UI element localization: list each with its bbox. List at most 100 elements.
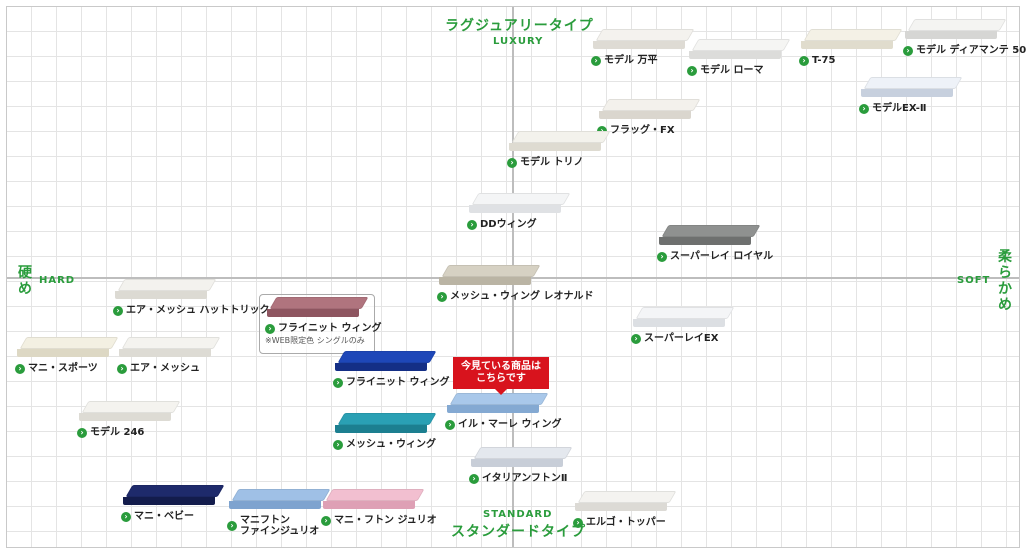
chevron-right-icon: ›	[799, 55, 809, 66]
mattress-image[interactable]	[333, 351, 437, 373]
product-link[interactable]: ›スーパーレイ ロイヤル	[657, 251, 777, 262]
product-link[interactable]: ›フライニット ウィング	[333, 377, 453, 388]
product-dd-wing[interactable]: ›DDウィング	[467, 193, 587, 230]
product-model-ex2[interactable]: ›モデルEX-Ⅱ	[859, 77, 979, 114]
mattress-top-surface	[125, 485, 225, 497]
product-link[interactable]: ›モデル トリノ	[507, 157, 627, 168]
product-link[interactable]: ›DDウィング	[467, 219, 587, 230]
product-air-mesh[interactable]: ›エア・メッシュ	[117, 337, 237, 374]
mattress-image[interactable]	[77, 401, 181, 423]
chevron-right-icon: ›	[573, 517, 583, 528]
mattress-image[interactable]	[903, 19, 1007, 41]
product-mesh-wing[interactable]: ›メッシュ・ウィング	[333, 413, 453, 450]
mattress-top-surface	[577, 491, 677, 503]
product-name: モデル 万平	[604, 55, 657, 66]
chevron-right-icon: ›	[903, 45, 913, 56]
mattress-side	[599, 111, 691, 119]
product-link[interactable]: ›モデル ローマ	[687, 65, 807, 76]
mattress-image[interactable]	[333, 413, 437, 435]
product-name: モデルEX-Ⅱ	[872, 103, 926, 114]
product-mani-futon-fine-giulio[interactable]: ›マニフトンファインジュリオ	[227, 489, 347, 537]
chevron-right-icon: ›	[113, 305, 123, 316]
product-model-diamante[interactable]: ›モデル ディアマンテ 50	[903, 19, 1026, 56]
product-link[interactable]: ›T-75	[799, 55, 919, 66]
mattress-image[interactable]	[657, 225, 761, 247]
mattress-image[interactable]	[437, 265, 541, 287]
chevron-right-icon: ›	[445, 419, 455, 430]
mattress-image[interactable]	[859, 77, 963, 99]
product-link[interactable]: ›フライニット ウィング	[265, 323, 385, 334]
mattress-image[interactable]	[113, 279, 217, 301]
mattress-top-surface	[337, 413, 437, 425]
product-link[interactable]: ›イル・マーレ ウィング	[445, 419, 565, 430]
mattress-image[interactable]	[445, 393, 549, 415]
chevron-right-icon: ›	[469, 473, 479, 484]
mattress-image[interactable]	[687, 39, 791, 61]
product-link[interactable]: ›メッシュ・ウィング	[333, 439, 453, 450]
product-mani-futon-giulio[interactable]: ›マニ・フトン ジュリオ	[321, 489, 441, 526]
mattress-side	[659, 237, 751, 245]
product-flag-fx[interactable]: ›フラッグ・FX	[597, 99, 717, 136]
product-mesh-wing-leonardo[interactable]: ›メッシュ・ウィング レオナルド	[437, 265, 593, 302]
product-model-roma[interactable]: › モデル ローマ	[687, 39, 807, 76]
product-model-torino[interactable]: ›モデル トリノ	[507, 131, 627, 168]
product-link[interactable]: ›イタリアンフトンⅡ	[469, 473, 589, 484]
mattress-image[interactable]	[15, 337, 119, 359]
product-link[interactable]: ›フラッグ・FX	[597, 125, 717, 136]
product-link[interactable]: ›マニ・スポーツ	[15, 363, 135, 374]
product-link[interactable]: ›メッシュ・ウィング レオナルド	[437, 291, 593, 302]
product-model-246[interactable]: ›モデル 246	[77, 401, 197, 438]
product-name-line: T-75	[812, 55, 836, 66]
product-link[interactable]: ›マニ・ベビー	[121, 511, 241, 522]
mattress-image[interactable]	[591, 29, 695, 51]
product-link[interactable]: ›モデル 万平	[591, 55, 711, 66]
mattress-side	[335, 425, 427, 433]
mattress-image[interactable]	[799, 29, 903, 51]
product-name-line: モデル ローマ	[700, 65, 764, 76]
mattress-image[interactable]	[507, 131, 611, 153]
product-mani-sports[interactable]: ›マニ・スポーツ	[15, 337, 135, 374]
product-mani-baby[interactable]: ›マニ・ベビー	[121, 485, 241, 522]
mattress-image[interactable]	[469, 447, 573, 469]
product-model-manpei[interactable]: ›モデル 万平	[591, 29, 711, 66]
mattress-image[interactable]	[597, 99, 701, 121]
product-name-line: モデル 246	[90, 427, 145, 438]
product-flynit-wing-web[interactable]: ›フライニット ウィング※WEB限定色 シングルのみ	[265, 297, 385, 346]
mattress-top-surface	[473, 447, 573, 459]
product-flynit-wing[interactable]: ›フライニット ウィング	[333, 351, 453, 388]
mattress-image[interactable]	[467, 193, 571, 215]
product-il-mare-wing[interactable]: ›イル・マーレ ウィング	[445, 393, 565, 430]
mattress-image[interactable]	[321, 489, 425, 511]
product-name: エア・メッシュ	[130, 363, 200, 374]
product-air-mesh-hattrick[interactable]: ›エア・メッシュ ハットトリック	[113, 279, 269, 316]
product-name-line: イタリアンフトンⅡ	[482, 473, 568, 484]
mattress-image[interactable]	[227, 489, 331, 511]
mattress-top-surface	[635, 307, 735, 319]
mattress-image[interactable]	[121, 485, 225, 507]
product-link[interactable]: ›エア・メッシュ ハットトリック	[113, 305, 269, 316]
product-link[interactable]: ›エア・メッシュ	[117, 363, 237, 374]
chevron-right-icon: ›	[321, 515, 331, 526]
product-link[interactable]: ›モデルEX-Ⅱ	[859, 103, 979, 114]
product-link[interactable]: ›エルゴ・トッパー	[573, 517, 693, 528]
mattress-image[interactable]	[265, 297, 369, 319]
product-ergo-topper[interactable]: ›エルゴ・トッパー	[573, 491, 693, 528]
product-link[interactable]: ›マニフトンファインジュリオ	[227, 515, 347, 537]
mattress-image[interactable]	[631, 307, 735, 329]
product-name-line: メッシュ・ウィング レオナルド	[450, 291, 594, 302]
product-link[interactable]: ›マニ・フトン ジュリオ	[321, 515, 441, 526]
product-t75[interactable]: ›T-75	[799, 29, 919, 66]
product-link[interactable]: ›モデル 246	[77, 427, 197, 438]
mattress-image[interactable]	[573, 491, 677, 513]
mattress-top-surface	[231, 489, 331, 501]
product-superlay-royal[interactable]: ›スーパーレイ ロイヤル	[657, 225, 777, 262]
mattress-top-surface	[863, 77, 963, 89]
product-link[interactable]: ›モデル ディアマンテ 50	[903, 45, 1026, 56]
product-link[interactable]: ›スーパーレイEX	[631, 333, 751, 344]
product-superlay-ex[interactable]: ›スーパーレイEX	[631, 307, 751, 344]
mattress-image[interactable]	[117, 337, 221, 359]
product-name: モデル ディアマンテ 50	[916, 45, 1026, 56]
product-italian-futon2[interactable]: ›イタリアンフトンⅡ	[469, 447, 589, 484]
product-name-line: エア・メッシュ	[130, 363, 200, 374]
mattress-side	[509, 143, 601, 151]
